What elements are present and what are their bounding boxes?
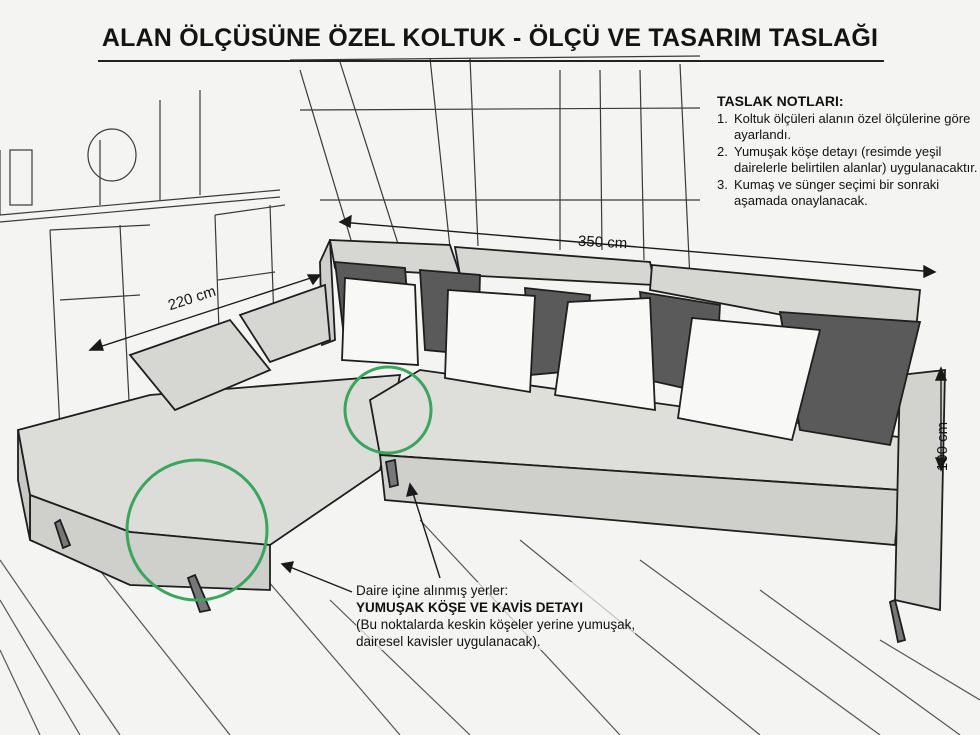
floor-planks <box>0 519 980 735</box>
note-number: 2. <box>717 143 728 159</box>
dimension-label-sofa: 350 cm <box>577 232 628 253</box>
window-frames <box>289 55 701 281</box>
note-number: 3. <box>717 176 728 192</box>
callout-line-4: dairesel kavisler uygulanacak). <box>356 634 541 649</box>
title-underline <box>98 60 884 62</box>
note-text: Yumuşak köşe detayı (resimde yeşil daire… <box>734 143 978 176</box>
chaise-pillows <box>128 283 331 412</box>
callout-line-1: Daire içine alınmış yerler: <box>356 583 509 598</box>
note-text: Koltuk ölçüleri alanın özel ölçülerine g… <box>734 110 971 143</box>
dim-line-chaise <box>89 274 321 351</box>
callout-heading: YUMUŞAK KÖŞE VE KAVİS DETAYI <box>356 600 584 615</box>
note-number: 1. <box>717 110 728 126</box>
highlight-circle-chaise <box>125 458 269 602</box>
notes-heading: TASLAK NOTLARI: <box>717 93 844 109</box>
note-item: 1. Koltuk ölçüleri alanın özel ölçülerin… <box>717 111 979 144</box>
callout-arrows <box>280 482 441 593</box>
highlight-circle-corner <box>343 365 433 455</box>
dimension-lines <box>88 214 948 472</box>
note-item: 3. Kumaş ve sünger seçimi bir sonraki aş… <box>717 177 979 210</box>
white-pillows <box>341 277 822 442</box>
shelf-and-stools <box>0 90 286 431</box>
dimension-label-depth: 100 cm <box>934 421 952 472</box>
draft-notes: TASLAK NOTLARI: 1. Koltuk ölçüleri alanı… <box>717 93 979 210</box>
dim-line-sofa <box>339 221 936 273</box>
soft-corner-callout: Daire içine alınmış yerler: YUMUŞAK KÖŞE… <box>356 582 636 650</box>
callout-line-3: (Bu noktalarda keskin köşeler yerine yum… <box>356 617 636 632</box>
note-item: 2. Yumuşak köşe detayı (resimde yeşil da… <box>717 144 979 177</box>
note-text: Kumaş ve sünger seçimi bir sonraki aşama… <box>734 176 940 209</box>
main-seat <box>369 368 946 644</box>
page-title: ALAN ÖLÇÜSÜNE ÖZEL KOLTUK - ÖLÇÜ VE TASA… <box>101 24 879 52</box>
highlight-circles <box>125 365 433 602</box>
